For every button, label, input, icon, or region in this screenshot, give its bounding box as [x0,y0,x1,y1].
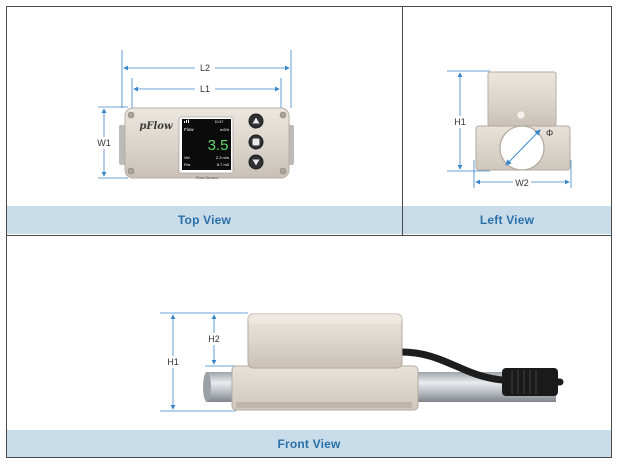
dim-l1: L1 [200,84,210,94]
screw-icon [127,167,135,175]
screen-unit: m3/h [220,127,229,132]
dim-w2: W2 [515,178,529,188]
dim-h1-left: H1 [454,117,466,127]
down-arrow-icon [252,159,260,166]
display-screen [182,119,231,170]
dim-h1-front: H1 [167,357,179,367]
dim-w1: W1 [97,138,111,148]
screen-row1-value: 2.3 m/s [216,155,229,160]
dim-l2: L2 [200,63,210,73]
screen-row2-label: Flw [184,162,190,167]
top-view-caption: Top View [7,206,402,234]
screw-icon [279,111,287,119]
dim-phi: Φ [546,128,553,138]
left-view: H1 W2 Φ [447,70,572,188]
front-view-caption: Front View [7,430,611,457]
screen-time: 10:47 [215,120,224,124]
screen-row2-value: 8.7 m3 [217,162,230,167]
top-view: L2 L1 W1 pFlow 10:47 Flow m3/h 3.5 Vel 2… [95,50,294,180]
screen-meter-label: Flow [184,127,194,132]
screw-icon [127,111,135,119]
down-button [248,154,264,170]
left-view-caption: Left View [403,206,611,234]
up-button [248,113,264,129]
screen-row1-label: Vel [184,155,190,160]
horizontal-divider [7,235,611,236]
housing-footer-label: Flow Sensor [196,175,219,180]
front-view: H2 H1 [160,312,564,412]
dim-h2: H2 [208,334,220,344]
screen-value: 3.5 [208,137,229,154]
vertical-divider [402,7,403,235]
up-arrow-icon [252,117,260,124]
enter-button [248,134,264,150]
brand-logo: pFlow [139,121,173,132]
screw-icon [279,167,287,175]
square-icon [252,138,260,146]
